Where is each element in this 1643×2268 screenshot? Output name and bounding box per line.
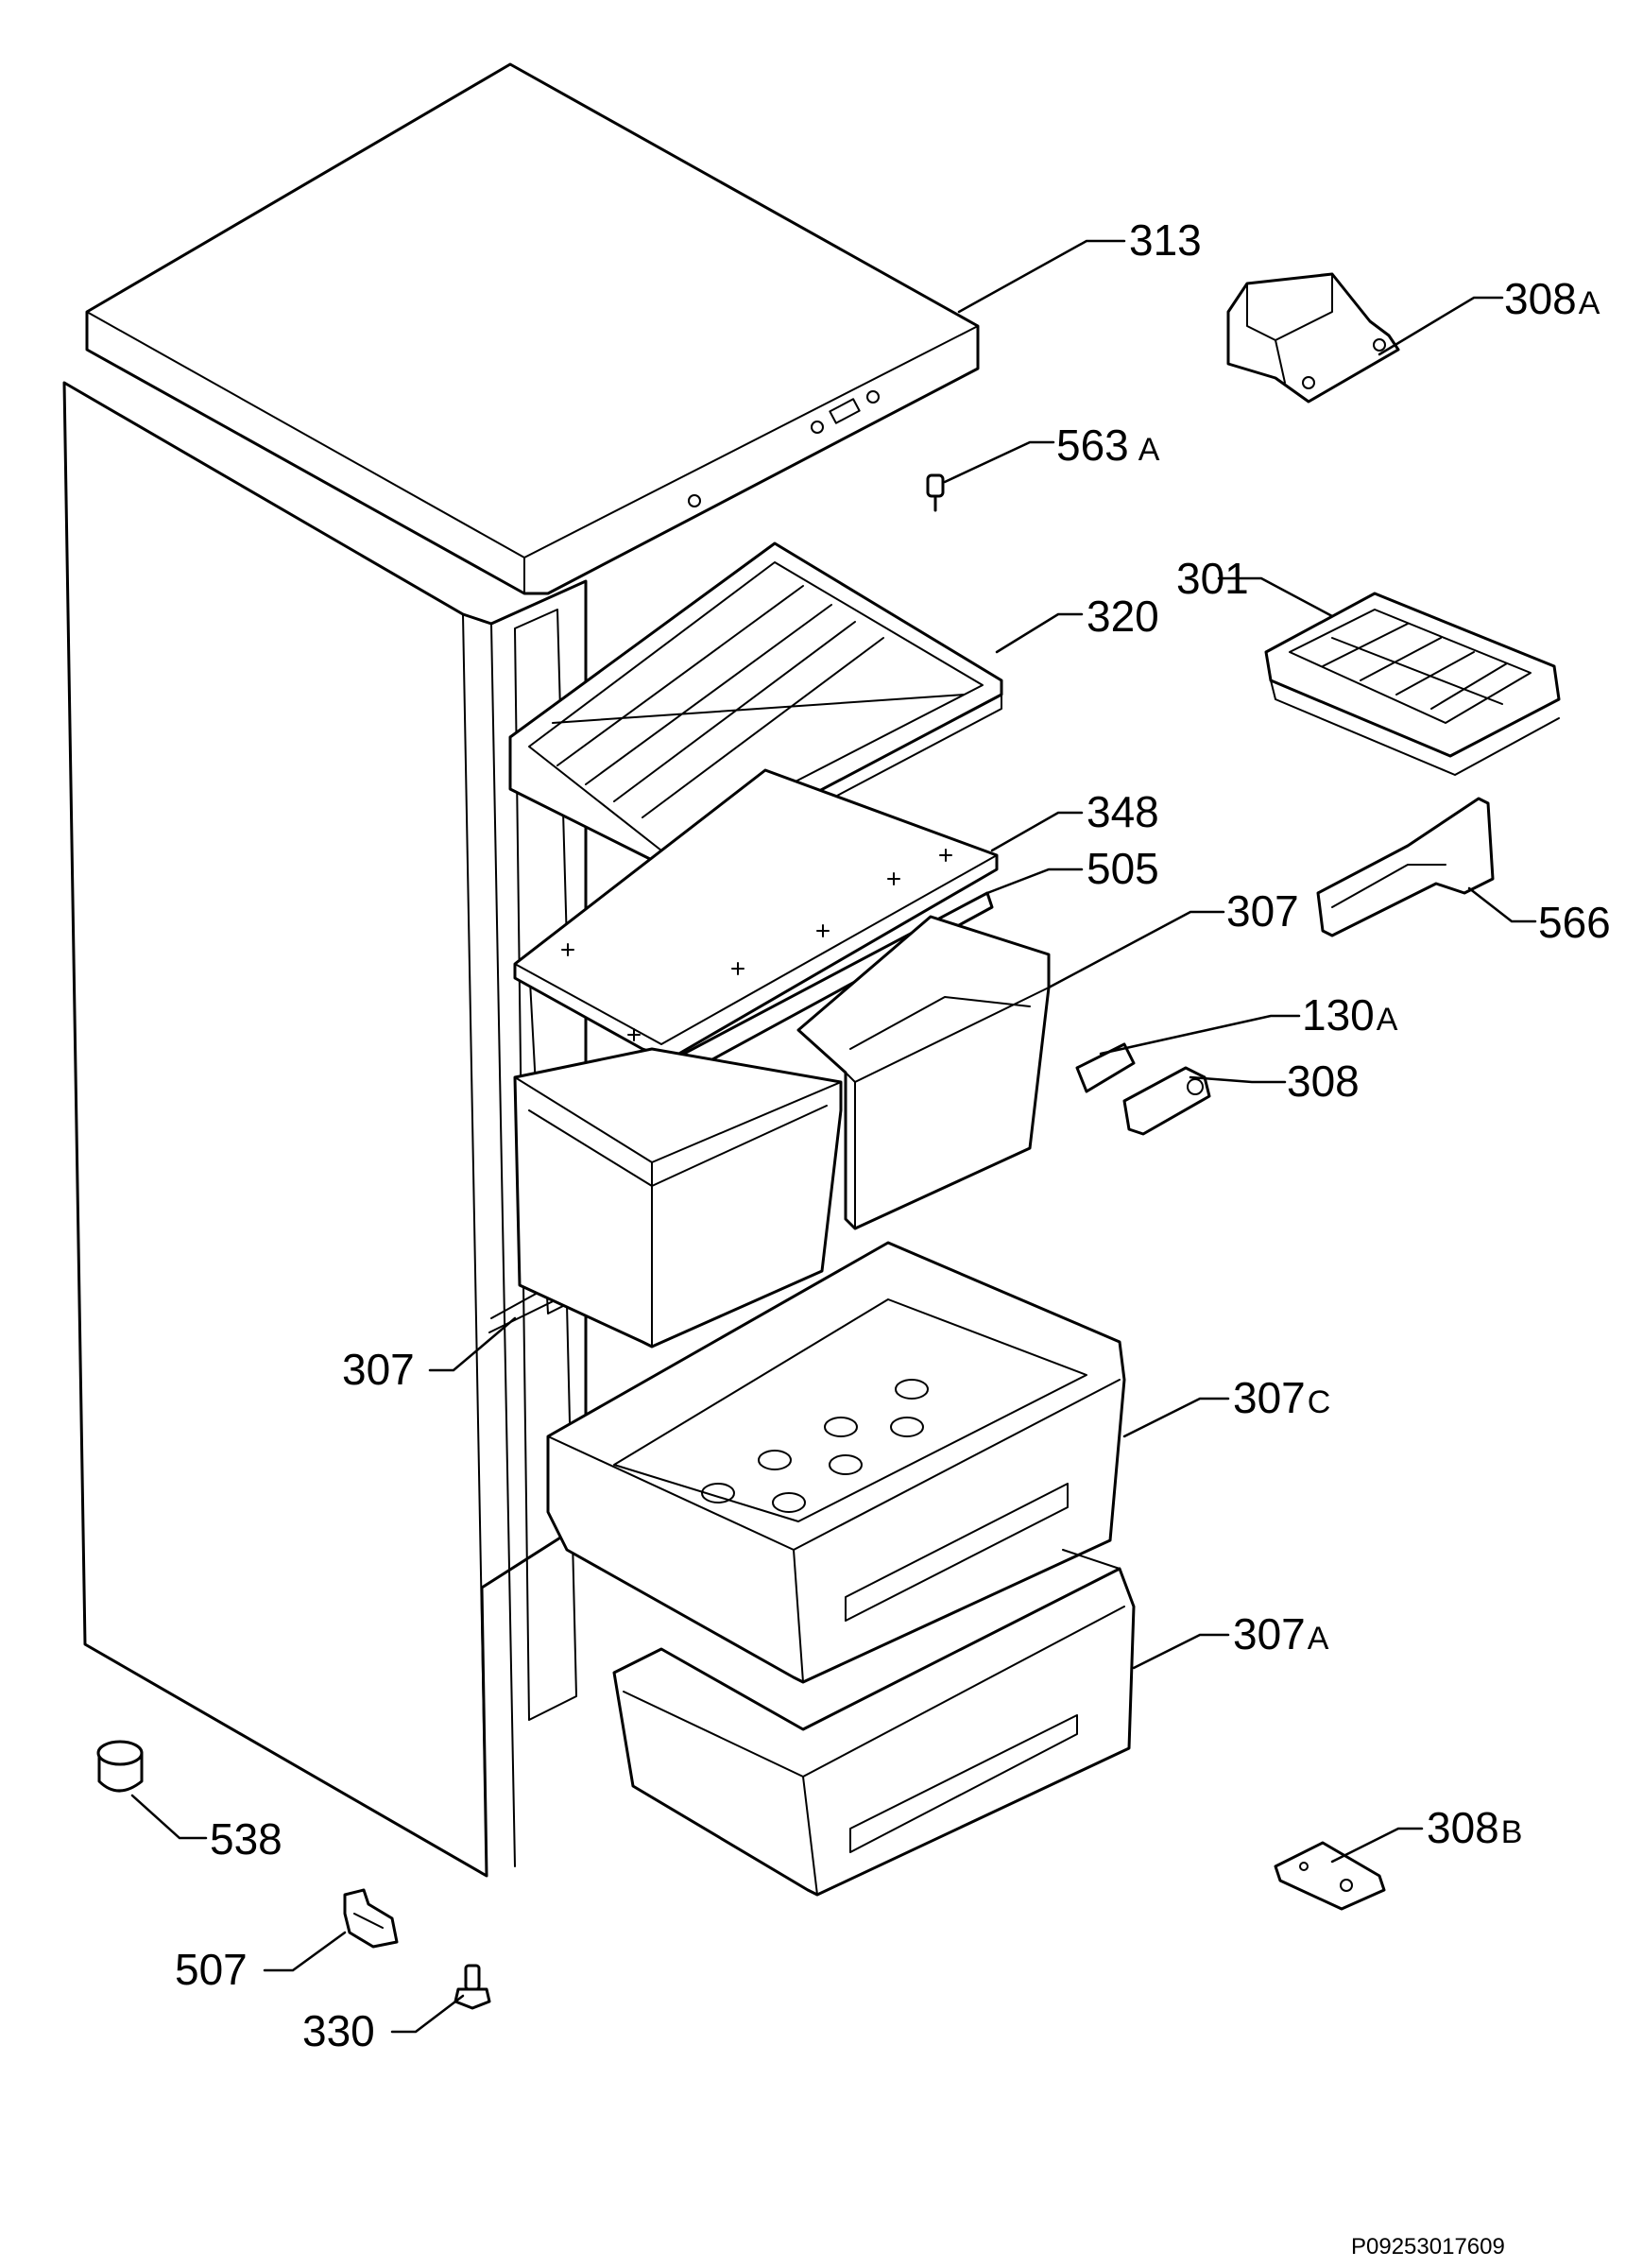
label-313: 313 [1129,215,1202,265]
leader-lines [130,239,1537,2034]
label-348: 348 [1087,787,1159,836]
label-566: 566 [1538,898,1611,947]
diagram-code: P09253017609 [1351,2234,1505,2259]
label-507: 507 [175,1945,248,1994]
label-308b: 308B [1427,1803,1522,1852]
upper-drawer-307-right [796,915,1051,1230]
cabinet-body [62,381,588,1878]
label-130a: 130A [1302,990,1398,1040]
screw-330 [454,1964,491,2010]
hinge-308 [1122,1066,1211,1136]
hinge-308b [1274,1841,1386,1911]
label-307-right: 307 [1226,886,1299,936]
label-307-left: 307 [342,1345,415,1394]
upper-drawer-307-left [513,1047,843,1349]
glass-shelf-348 [513,768,999,1060]
label-308: 308 [1287,1057,1360,1106]
label-538: 538 [210,1814,282,1864]
label-330: 330 [302,2006,375,2055]
screw-563a [926,473,945,512]
hinge-pin-130a [1075,1042,1136,1093]
label-301: 301 [1176,554,1249,603]
freezer-drawer-307c [546,1241,1126,1684]
label-308a: 308A [1504,274,1600,323]
top-cover-313 [85,62,980,595]
label-307a: 307A [1233,1609,1329,1658]
freezer-drawer-307a [612,1549,1136,1897]
bracket-308a [1226,272,1400,404]
clip-507 [343,1888,399,1949]
label-307c: 307C [1233,1373,1330,1422]
foot-538 [96,1740,144,1793]
label-320: 320 [1087,592,1159,641]
ice-scraper-566 [1316,797,1495,937]
ice-tray-301 [1264,592,1561,776]
label-505: 505 [1087,844,1159,893]
